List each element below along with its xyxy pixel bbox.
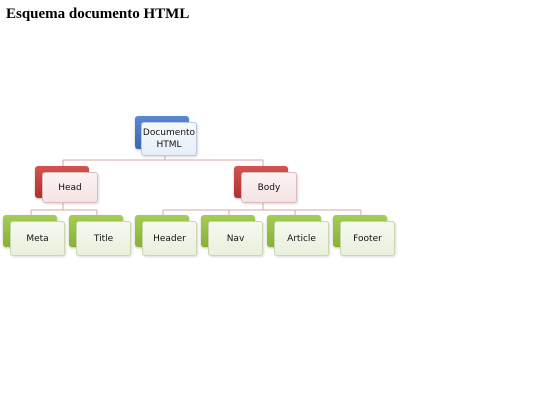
node-card: Header — [142, 221, 197, 256]
node-label-line-1: Documento — [142, 128, 196, 138]
node-label: Meta — [26, 233, 49, 244]
node-card: Head — [42, 172, 98, 203]
node-label: Article — [287, 233, 316, 244]
node-card: Meta — [10, 221, 65, 256]
node-label: Header — [153, 233, 186, 244]
node-card: Article — [274, 221, 329, 256]
node-label: Body — [257, 182, 281, 193]
node-label: Title — [93, 233, 114, 244]
node-card: Documento HTML — [141, 122, 197, 156]
node-card: Footer — [340, 221, 395, 256]
node-label: Nav — [226, 233, 245, 244]
node-card: Body — [241, 172, 297, 203]
node-card: Title — [76, 221, 131, 256]
node-label: Head — [58, 182, 82, 193]
node-card: Nav — [208, 221, 263, 256]
node-label: Footer — [353, 233, 382, 244]
page-title: Esquema documento HTML — [6, 6, 190, 22]
node-label-line-2: HTML — [156, 140, 182, 150]
